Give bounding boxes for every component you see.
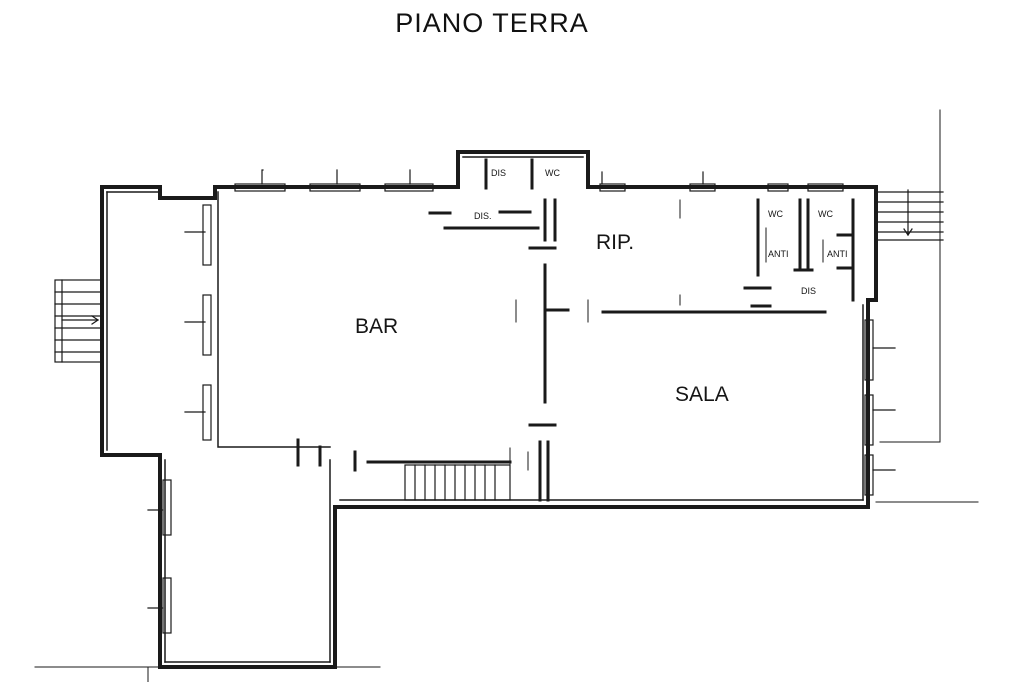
windows: [147, 169, 896, 634]
room-label-dis-top: DIS: [491, 168, 506, 178]
room-label-sala: SALA: [675, 383, 729, 406]
room-label-dis-right: DIS: [801, 286, 816, 296]
room-label-wc-right: WC: [818, 209, 833, 219]
room-label-bar: BAR: [355, 315, 398, 338]
plan-title: PIANO TERRA: [395, 8, 589, 38]
partition-walls: [296, 158, 855, 502]
room-label-wc-left: WC: [768, 209, 783, 219]
room-label-anti-left: ANTI: [768, 249, 789, 259]
room-label-rip: RIP.: [596, 231, 634, 254]
room-label-wc-top: WC: [545, 168, 560, 178]
room-label-dis-mid: DIS.: [474, 211, 492, 221]
right-stairs: [875, 189, 944, 241]
inner-wall-lines: [106, 156, 864, 663]
left-stairs: [54, 279, 103, 363]
boundary-lines: [34, 109, 979, 682]
internal-stairs: [366, 460, 512, 501]
room-label-anti-right: ANTI: [827, 249, 848, 259]
